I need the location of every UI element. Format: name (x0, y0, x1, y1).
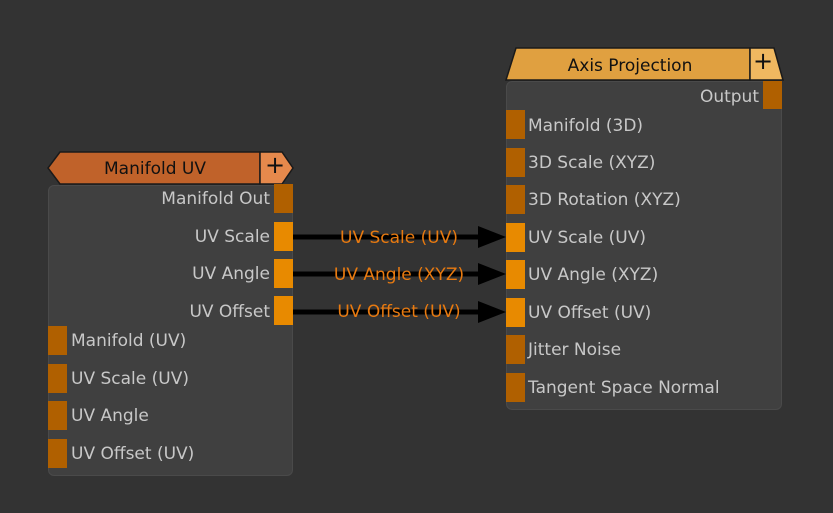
input-label: Manifold (UV) (71, 331, 187, 351)
output-port[interactable] (763, 81, 782, 109)
input-label: UV Scale (UV) (71, 369, 189, 389)
input-port[interactable] (506, 148, 525, 177)
output-port[interactable] (274, 296, 293, 325)
input-port[interactable] (48, 439, 67, 468)
input-port[interactable] (48, 364, 67, 393)
input-port[interactable] (506, 373, 525, 402)
output-label: Output (699, 87, 759, 107)
input-port[interactable] (48, 401, 67, 430)
node-body (48, 185, 293, 476)
input-label: Tangent Space Normal (528, 378, 720, 398)
connection-wire[interactable] (293, 263, 506, 285)
input-port[interactable] (506, 298, 525, 327)
input-label: UV Angle (71, 406, 149, 426)
output-label: UV Offset (189, 302, 270, 322)
output-port[interactable] (274, 222, 293, 251)
connection-label: UV Scale (UV) (340, 228, 458, 248)
input-port[interactable] (506, 110, 525, 139)
input-port[interactable] (506, 335, 525, 364)
add-port-button[interactable]: + (752, 47, 774, 75)
input-port[interactable] (506, 185, 525, 214)
connection-wire[interactable] (293, 226, 506, 248)
input-label: UV Offset (UV) (71, 444, 195, 464)
input-port[interactable] (506, 260, 525, 289)
connection-wire[interactable] (293, 301, 506, 323)
output-port[interactable] (274, 259, 293, 288)
input-label: 3D Scale (XYZ) (528, 153, 656, 173)
connection-label: UV Offset (UV) (337, 302, 461, 322)
input-label: Manifold (3D) (528, 116, 644, 136)
output-label: UV Angle (192, 264, 270, 284)
input-label: UV Offset (UV) (528, 303, 652, 323)
input-port[interactable] (48, 326, 67, 355)
manifold-uv-header[interactable] (46, 151, 296, 186)
output-port[interactable] (274, 184, 293, 213)
node-title: Axis Projection (567, 56, 693, 76)
input-label: UV Scale (UV) (528, 228, 646, 248)
input-label: UV Angle (XYZ) (528, 265, 659, 285)
input-port[interactable] (506, 223, 525, 252)
node-title: Manifold UV (104, 159, 206, 179)
axis-projection-header[interactable] (504, 46, 786, 82)
input-label: Jitter Noise (528, 340, 622, 360)
node-body (506, 81, 782, 410)
connection-label: UV Angle (XYZ) (333, 265, 465, 285)
output-label: Manifold Out (161, 189, 270, 209)
input-label: 3D Rotation (XYZ) (528, 190, 681, 210)
output-label: UV Scale (194, 227, 270, 247)
add-port-button[interactable]: + (264, 151, 286, 179)
